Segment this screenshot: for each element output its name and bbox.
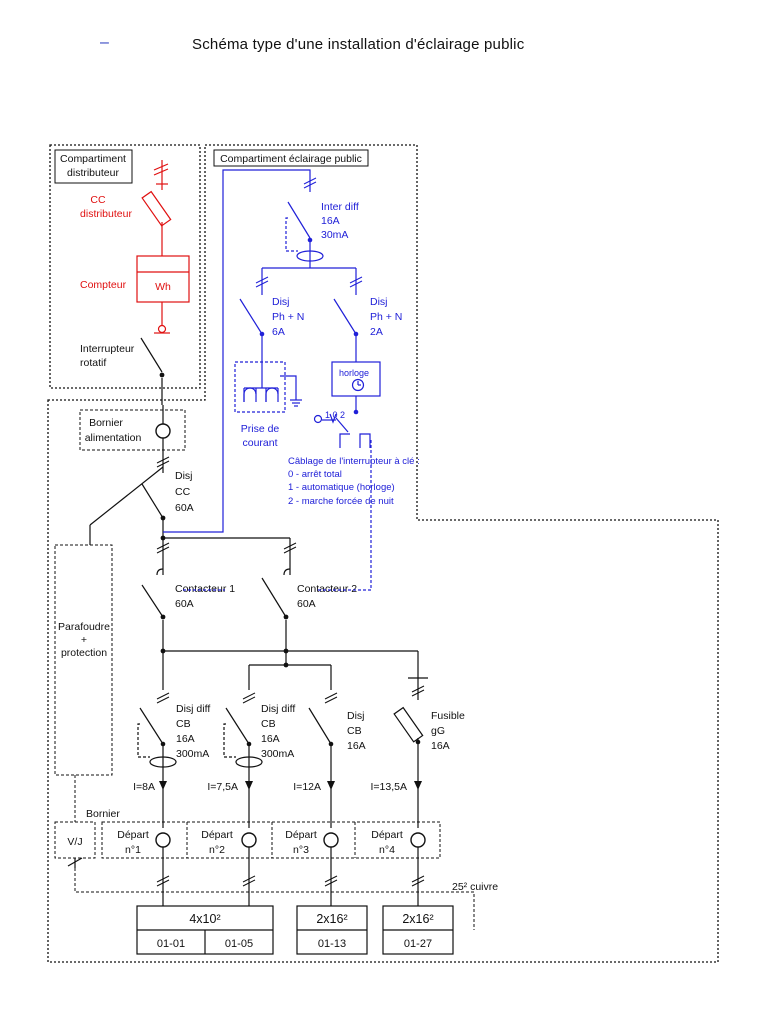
distributeur-block: Compartiment distributeur CC distributeu… — [54, 149, 190, 405]
compteur-box — [136, 255, 190, 303]
red-circuit — [136, 160, 190, 334]
label-cable1-b: 01-05 — [225, 938, 253, 950]
label-disj6-1: Disj — [272, 296, 290, 308]
label-cuivre: 25² cuivre — [452, 881, 498, 893]
label-disj2-3: 2A — [370, 326, 383, 338]
label-contacteur1-2: 60A — [175, 598, 194, 610]
label-cable3-a: 01-27 — [404, 938, 432, 950]
label-bornier-alim-1: Bornier — [89, 417, 123, 429]
current-arrows — [159, 781, 422, 790]
label-cc-1: CC — [90, 194, 106, 206]
cables — [136, 905, 454, 955]
label-i3: I=12A — [293, 781, 321, 793]
label-parafoudre-2: + — [81, 634, 87, 646]
label-compteur: Compteur — [80, 279, 127, 291]
label-interdiff-2: 16A — [321, 215, 340, 227]
label-cablage-1: 1 - automatique (horloge) — [288, 482, 395, 493]
bornier-alimentation: Bornier alimentation — [79, 405, 186, 451]
label-interrupteur-2: rotatif — [80, 357, 106, 369]
label-disj2-2: Ph + N — [370, 311, 402, 323]
label-interrupteur-1: Interrupteur — [80, 343, 135, 355]
label-parafoudre-1: Parafoudre — [58, 621, 110, 633]
label-cable3: 2x16² — [402, 912, 433, 926]
label-dd1-4: 300mA — [176, 748, 209, 760]
interrupteur-rotatif — [140, 337, 163, 405]
label-dcb-3: 16A — [347, 740, 366, 752]
label-fus-3: 16A — [431, 740, 450, 752]
label-parafoudre-3: protection — [61, 647, 107, 659]
label-cablage-0: 0 - arrêt total — [288, 469, 342, 480]
page-title: Schéma type d'une installation d'éclaira… — [192, 36, 525, 53]
label-dd1-1: Disj diff — [176, 703, 210, 715]
label-cablage-title: Câblage de l'interrupteur à clé : — [288, 456, 420, 467]
label-dep1-1: Départ — [117, 829, 149, 841]
label-comp-distrib-1: Compartiment — [60, 153, 126, 165]
label-bornier: Bornier — [86, 808, 120, 820]
eclairage-block: Compartiment éclairage public — [163, 149, 420, 591]
label-dd2-3: 16A — [261, 733, 280, 745]
enclosures — [47, 144, 719, 963]
label-contacteur2-1: Contacteur 2 — [297, 583, 357, 595]
label-dd2-2: CB — [261, 718, 276, 730]
label-dd1-2: CB — [176, 718, 191, 730]
label-cable2-a: 01-13 — [318, 938, 346, 950]
label-interdiff-3: 30mA — [321, 229, 348, 241]
label-dd2-4: 300mA — [261, 748, 294, 760]
label-dep3-2: n°3 — [293, 844, 309, 856]
label-contacteur1-1: Contacteur 1 — [175, 583, 235, 595]
label-key-positions: 1 0 2 — [325, 410, 345, 420]
label-cable2: 2x16² — [316, 912, 347, 926]
label-dep3-1: Départ — [285, 829, 317, 841]
label-cablage-2: 2 - marche forcée de nuit — [288, 496, 394, 507]
label-dep2-2: n°2 — [209, 844, 225, 856]
label-dcb-2: CB — [347, 725, 362, 737]
label-interdiff-1: Inter diff — [321, 201, 359, 213]
label-dep1-2: n°1 — [125, 844, 141, 856]
label-i4: I=13,5A — [371, 781, 408, 793]
label-disjcc-1: Disj — [175, 470, 193, 482]
label-comp-eclairage: Compartiment éclairage public — [220, 153, 362, 165]
parafoudre-box: Parafoudre + protection — [54, 544, 113, 822]
label-cc-2: distributeur — [80, 208, 132, 220]
label-disjcc-3: 60A — [175, 502, 194, 514]
label-dcb-1: Disj — [347, 710, 365, 722]
label-prise-2: courant — [242, 437, 277, 449]
label-disjcc-2: CC — [175, 486, 191, 498]
label-disj6-3: 6A — [272, 326, 285, 338]
title-dash: – — [100, 34, 109, 51]
blue-circuit — [163, 169, 381, 591]
enclosure-distributeur — [49, 144, 201, 389]
bornier-departs: Bornier V/J Départ n°1 Départ n°2 Départ… — [54, 808, 498, 930]
label-vj: V/J — [67, 836, 82, 848]
label-fus-1: Fusible — [431, 710, 465, 722]
enclosure-main — [47, 144, 719, 963]
label-cable1-a: 01-01 — [157, 938, 185, 950]
main-circuit — [89, 438, 428, 700]
label-prise-1: Prise de — [241, 423, 280, 435]
label-disj6-2: Ph + N — [272, 311, 304, 323]
label-i1: I=8A — [133, 781, 155, 793]
label-dep4-2: n°4 — [379, 844, 395, 856]
label-dep4-1: Départ — [371, 829, 403, 841]
label-dd2-1: Disj diff — [261, 703, 295, 715]
label-i2: I=7,5A — [207, 781, 238, 793]
label-dep2-1: Départ — [201, 829, 233, 841]
label-disj2-1: Disj — [370, 296, 388, 308]
label-dd1-3: 16A — [176, 733, 195, 745]
label-comp-distrib-2: distributeur — [67, 167, 119, 179]
label-wh: Wh — [155, 281, 171, 293]
label-bornier-alim-2: alimentation — [85, 432, 142, 444]
label-cable1: 4x10² — [189, 912, 220, 926]
label-contacteur2-2: 60A — [297, 598, 316, 610]
label-fus-2: gG — [431, 725, 445, 737]
label-horloge: horloge — [339, 368, 369, 378]
